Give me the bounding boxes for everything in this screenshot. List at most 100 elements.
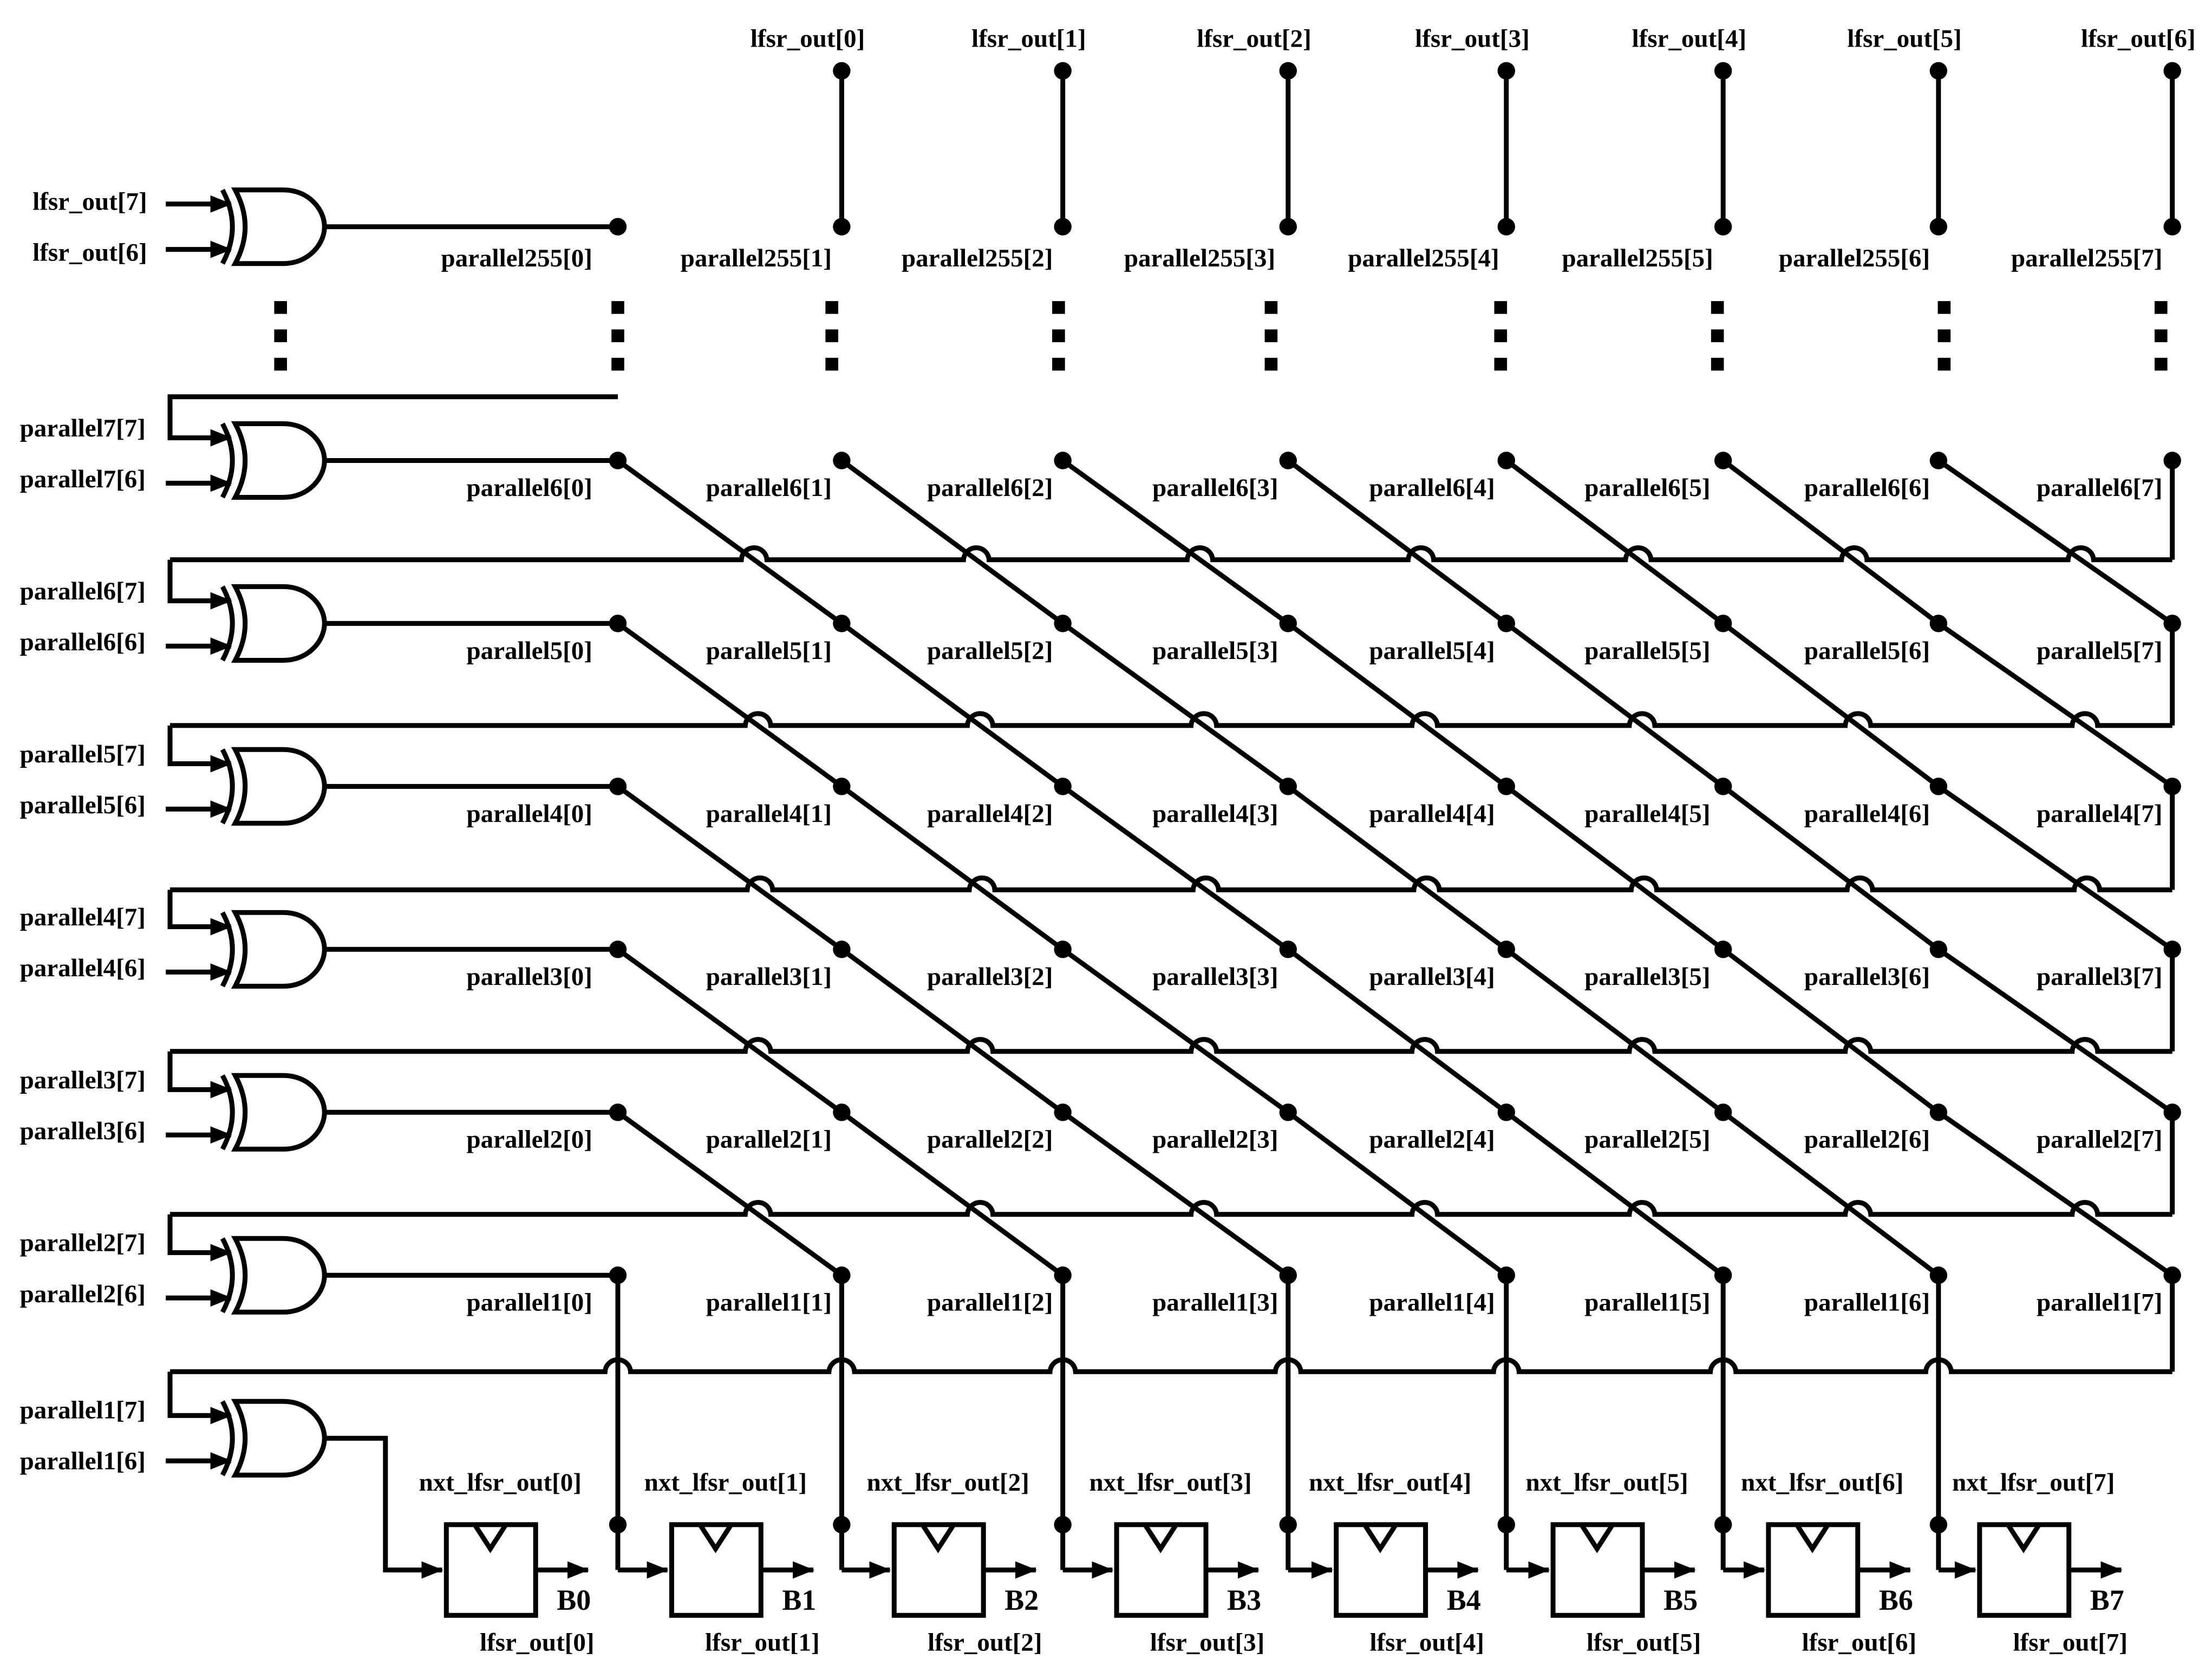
gates-layer	[220, 187, 327, 1478]
nodes-layer	[274, 62, 2181, 1533]
node-row-3-col-7	[2163, 941, 2181, 958]
gate-input-b-label: parallel2[6]	[20, 1280, 146, 1308]
xor-gate-row-2	[231, 747, 327, 826]
ellipsis-dot	[825, 329, 838, 342]
shift-diagonal-wire	[840, 784, 1065, 951]
node-label: parallel2[1]	[706, 1126, 832, 1154]
node-row-1-col-2	[1054, 615, 1072, 632]
shift-diagonal-wire	[1505, 947, 1725, 1114]
xor-gate-row-6-input-curve	[220, 1400, 235, 1477]
node-lfsr-out-4	[1714, 62, 1732, 80]
shift-diagonal-wire	[1721, 947, 1940, 1114]
xor-gate-row-2-input-curve	[220, 748, 235, 825]
register-input-label: nxt_lfsr_out[0]	[419, 1468, 582, 1497]
node-lfsr-out-0	[833, 62, 851, 80]
xor-gate-row-5	[231, 1236, 327, 1315]
register-7	[1977, 1522, 2072, 1618]
wires-layer	[166, 70, 2175, 1579]
shift-diagonal-wire	[1061, 947, 1290, 1114]
node-label: parallel5[3]	[1152, 637, 1278, 665]
node-label: parallel4[1]	[706, 800, 832, 828]
node-row-3-col-5	[1714, 941, 1732, 958]
xor-bottom-to-b0	[324, 1435, 443, 1579]
node-row-2-col-0	[609, 778, 627, 795]
parallel255-label: parallel255[7]	[2011, 244, 2162, 272]
register-input-label: nxt_lfsr_out[3]	[1089, 1468, 1251, 1497]
xor-gate-top-input-curve	[220, 188, 235, 265]
node-label: parallel4[7]	[2037, 800, 2162, 828]
node-row-1-col-4	[1497, 615, 1515, 632]
register-3	[1114, 1522, 1209, 1618]
node-row-1-col-3	[1279, 615, 1297, 632]
register-output-label: lfsr_out[7]	[2013, 1629, 2128, 1657]
register-input-label: nxt_lfsr_out[5]	[1525, 1468, 1688, 1497]
top-output-label: lfsr_out[4]	[1632, 24, 1746, 53]
node-label: parallel3[4]	[1369, 963, 1495, 991]
gate-input-a-label: parallel2[7]	[20, 1229, 146, 1257]
register-6	[1766, 1522, 1861, 1618]
node-label: parallel3[2]	[927, 963, 1053, 991]
node-row-0-col-4	[1497, 452, 1515, 469]
ellipsis-dot	[1711, 301, 1724, 314]
node-row-2-col-1	[833, 778, 851, 795]
node-row-2-col-3	[1279, 778, 1297, 795]
shift-diagonal-wire	[1937, 784, 2174, 951]
node-row-0-col-1	[833, 452, 851, 469]
node-row-4-col-6	[1929, 1104, 1948, 1121]
ellipsis-dot	[611, 357, 624, 371]
parallel255-label: parallel255[5]	[1562, 244, 1713, 272]
shift-diagonal-wire	[1721, 784, 1940, 951]
clock-triangle-icon	[1143, 1523, 1178, 1553]
shift-diagonal-wire	[616, 621, 844, 789]
feedback-bus-into-gate	[167, 1372, 232, 1425]
node-label: parallel2[4]	[1369, 1126, 1495, 1154]
xor-gate-row-5-input-curve	[220, 1237, 235, 1314]
register-name-label: B1	[782, 1584, 816, 1616]
node-nxt-7	[1929, 1516, 1948, 1533]
node-label: parallel1[2]	[927, 1289, 1053, 1317]
node-parallel255-7	[2163, 218, 2181, 236]
node-nxt-1	[609, 1516, 627, 1533]
node-row-4-col-2	[1054, 1104, 1072, 1121]
node-row-0-col-2	[1054, 452, 1072, 469]
parallel255-label: parallel255[2]	[902, 244, 1053, 272]
node-label: parallel5[5]	[1584, 637, 1710, 665]
ellipsis-dot	[1052, 301, 1065, 314]
node-label: parallel5[2]	[927, 637, 1053, 665]
gate-input-a-label: parallel1[7]	[20, 1396, 146, 1425]
ellipsis-dot	[2155, 357, 2168, 371]
node-nxt-2	[833, 1516, 851, 1533]
node-parallel255-6	[1929, 218, 1948, 236]
node-row-3-col-2	[1054, 941, 1072, 958]
node-label: parallel2[6]	[1804, 1126, 1930, 1154]
shift-diagonal-wire	[616, 458, 844, 626]
register-output-label: lfsr_out[6]	[1802, 1629, 1916, 1657]
feedback-bus-row-2	[170, 875, 2172, 892]
ellipsis-dot	[611, 329, 624, 342]
ellipsis-dot	[1494, 329, 1508, 342]
xor-gate-row-0-input-curve	[220, 422, 235, 499]
register-name-label: B2	[1004, 1584, 1039, 1616]
node-row-5-col-3	[1279, 1266, 1297, 1284]
node-label: parallel3[6]	[1804, 963, 1930, 991]
gate-input-a-label: parallel6[7]	[20, 577, 146, 605]
node-label: parallel1[7]	[2037, 1289, 2162, 1317]
register-input-label: nxt_lfsr_out[1]	[644, 1468, 807, 1497]
xor-gate-row-4-input-curve	[220, 1074, 235, 1151]
ellipsis-dot	[1264, 301, 1278, 314]
node-label: parallel5[0]	[467, 637, 592, 665]
ellipsis-dot	[2155, 329, 2168, 342]
node-nxt-4	[1279, 1516, 1297, 1533]
register-output-label: lfsr_out[5]	[1587, 1629, 1701, 1657]
node-row-1-col-5	[1714, 615, 1732, 632]
node-label: parallel4[2]	[927, 800, 1053, 828]
shift-diagonal-wire	[1505, 458, 1725, 625]
node-parallel255-0	[609, 218, 627, 236]
clock-triangle-icon	[698, 1523, 734, 1553]
node-row-4-col-7	[2163, 1104, 2181, 1121]
register-2	[891, 1522, 986, 1618]
gate-input-b-label: parallel6[6]	[20, 628, 146, 656]
node-row-1-col-6	[1929, 615, 1948, 632]
shift-diagonal-wire	[1937, 1110, 2174, 1277]
register-input-label: nxt_lfsr_out[7]	[1952, 1468, 2115, 1497]
